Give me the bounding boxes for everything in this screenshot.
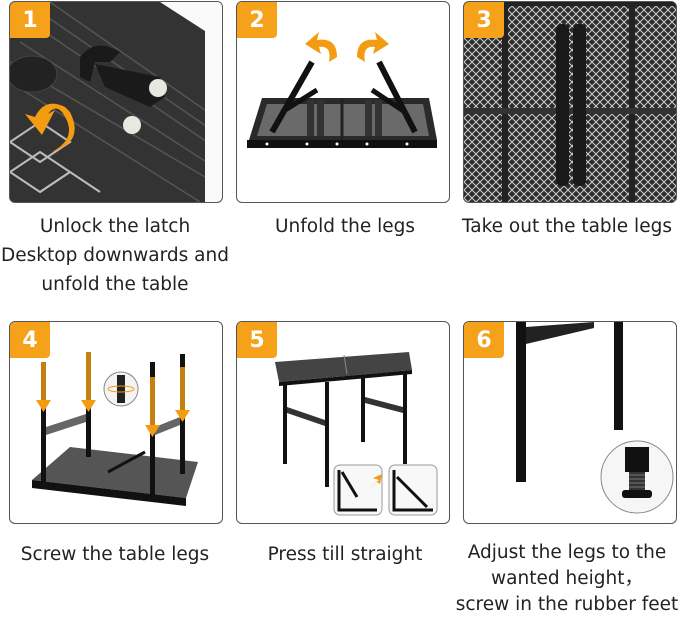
step-number-badge: 1 — [10, 2, 50, 38]
caption-line: unfold the table — [41, 274, 189, 295]
step-number-badge: 5 — [237, 322, 277, 358]
caption-line: Unlock the latch — [39, 216, 191, 237]
step-5-caption: Press till straight — [230, 540, 460, 569]
latch-closeup-image — [10, 2, 222, 202]
step-4-caption: Screw the table legs — [0, 540, 230, 569]
caption-line: Unfold the legs — [274, 216, 415, 237]
step-2-panel: 2 — [236, 1, 450, 203]
step-3-panel: 3 — [463, 1, 677, 203]
step-1-caption: Unlock the latch Desktop downwards and u… — [0, 212, 230, 299]
step-2-caption: Unfold the legs — [230, 212, 460, 241]
rubber-foot-image — [516, 322, 674, 514]
caption-line: Press till straight — [267, 544, 423, 565]
standing-table-image — [275, 352, 438, 516]
step-6-panel: 6 — [463, 321, 677, 524]
step-3-caption: Take out the table legs — [455, 212, 679, 241]
table-unfolding-image — [247, 32, 437, 148]
legs-screwed-image — [32, 352, 198, 506]
caption-line: Take out the table legs — [462, 216, 672, 237]
caption-line: screw in the rubber feet — [455, 594, 679, 615]
step-number-badge: 3 — [464, 2, 504, 38]
step-5-panel: 5 — [236, 321, 450, 524]
step-number-badge: 4 — [10, 322, 50, 358]
step-4-panel: 4 — [9, 321, 223, 524]
step-6-caption: Adjust the legs to the wanted height， sc… — [455, 540, 679, 618]
caption-line: Desktop downwards and — [1, 245, 229, 266]
step-1-panel: 1 — [9, 1, 223, 203]
caption-line: Screw the table legs — [20, 544, 210, 565]
caption-line: wanted height， — [491, 568, 643, 589]
caption-line: Adjust the legs to the — [467, 542, 667, 563]
step-number-badge: 2 — [237, 2, 277, 38]
step-number-badge: 6 — [464, 322, 504, 358]
